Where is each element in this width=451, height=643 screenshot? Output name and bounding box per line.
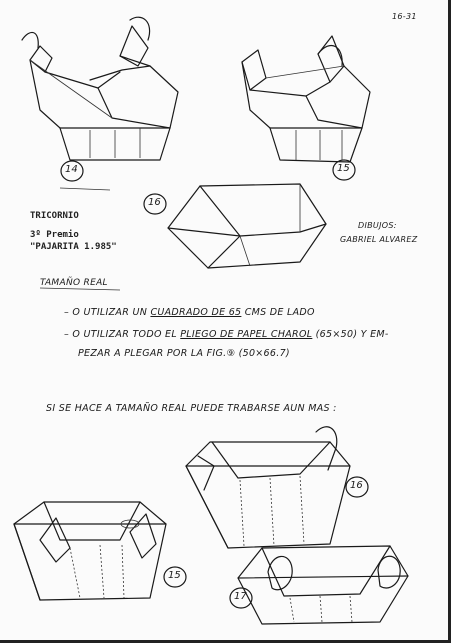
fig-label-16: 16: [148, 197, 161, 208]
figure-16-drawing: [167, 183, 327, 269]
event-line: "PAJARITA 1.985": [30, 242, 117, 252]
page-number: 16-31: [392, 12, 417, 21]
note-line-2-underlined: PLIEGO DE PAPEL CHAROL: [180, 329, 313, 340]
note-line-2-suffix: (65×50) Y EM-: [315, 329, 389, 340]
figure-16b-drawing: [185, 426, 351, 549]
figure-15b-drawing: [13, 501, 167, 601]
note-line-2-prefix: – O UTILIZAR TODO EL: [64, 329, 177, 340]
figure-14-drawing: [21, 16, 179, 161]
figure-15-drawing: [241, 35, 371, 163]
fig-label-15b: 15: [168, 570, 181, 581]
note-line-3: PEZAR A PLEGAR POR LA FIG.⑨ (50×66.7): [78, 348, 290, 359]
page-border-bottom: [0, 640, 451, 643]
note-line-1-suffix: CMS DE LADO: [244, 307, 315, 318]
note-line-2: – O UTILIZAR TODO EL PLIEGO DE PAPEL CHA…: [64, 329, 389, 340]
fig-label-14: 14: [65, 164, 78, 175]
note-line-1: – O UTILIZAR UN CUADRADO DE 65 CMS DE LA…: [64, 307, 315, 318]
sketch-stroke: [59, 187, 111, 191]
fig-label-16b: 16: [350, 480, 363, 491]
figure-17-drawing: [237, 545, 409, 625]
heading-underline: [39, 287, 121, 291]
page-border-right: [448, 0, 451, 643]
fig-label-15: 15: [337, 163, 350, 174]
credits-label: DIBUJOS:: [358, 221, 397, 230]
notes-heading: TAMAÑO REAL: [40, 278, 108, 288]
award-line: 3º Premio: [30, 230, 79, 240]
credits-name: GABRIEL ALVAREZ: [340, 235, 418, 244]
model-title: TRICORNIO: [30, 211, 79, 221]
note-line-1-prefix: – O UTILIZAR UN: [64, 307, 148, 318]
fig-label-17: 17: [234, 591, 247, 602]
note-line-1-underlined: CUADRADO DE 65: [150, 307, 242, 318]
bottom-caption: SI SE HACE A TAMAÑO REAL PUEDE TRABARSE …: [46, 403, 337, 414]
fig-circles: [60, 159, 369, 609]
